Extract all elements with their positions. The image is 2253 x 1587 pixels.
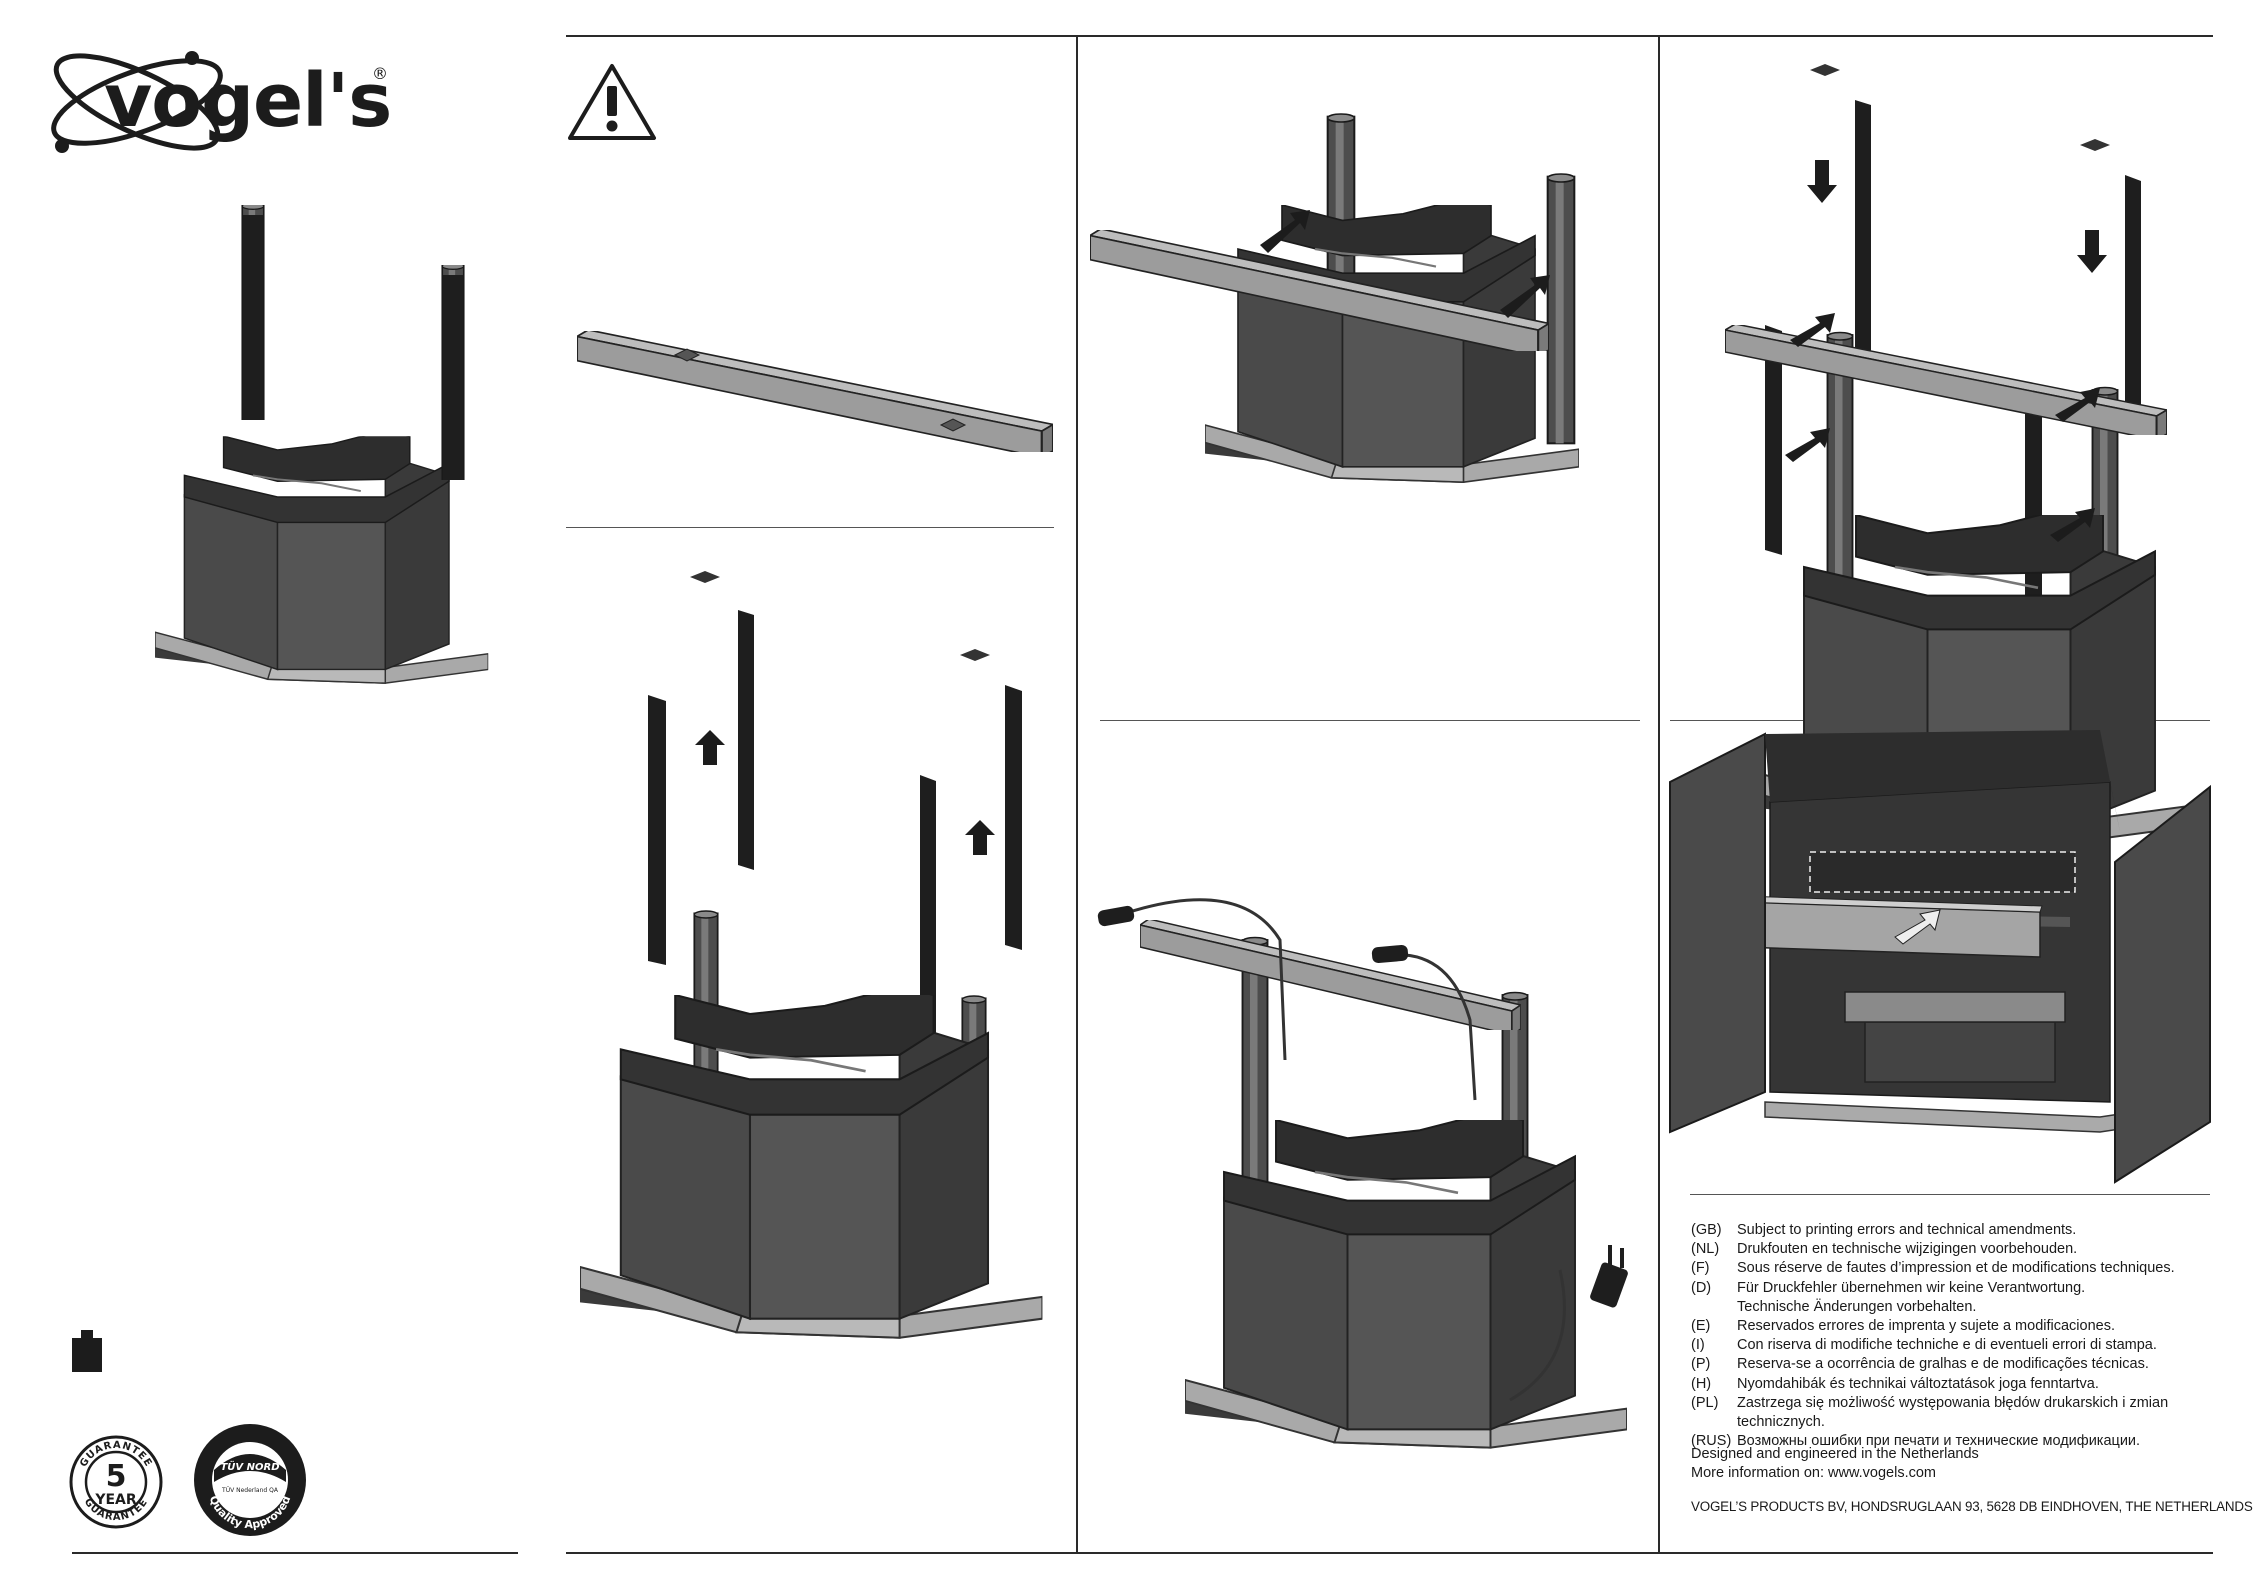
arrow-diagonal-icon bbox=[1894, 909, 1941, 945]
brand-name: vogel's bbox=[104, 58, 392, 144]
weight-icon bbox=[72, 1330, 102, 1372]
vogels-logo-icon bbox=[51, 51, 223, 153]
guarantee-badge: GUARANTEE GUARANTEE 5 YEAR bbox=[68, 1434, 164, 1530]
top-rule bbox=[566, 35, 2213, 37]
column-divider-1 bbox=[1076, 36, 1078, 1554]
note-row: (F)Sous réserve de fautes d’impression e… bbox=[1691, 1260, 2175, 1277]
company-address: VOGEL’S PRODUCTS BV, HONDSRUGLAAN 93, 56… bbox=[1691, 1499, 2253, 1514]
arrow-up-icon bbox=[695, 730, 725, 765]
note-row: (I)Con riserva di modifiche techniche e … bbox=[1691, 1337, 2157, 1354]
tuv-badge: TÜV NORD TÜV Nederland QA Quality Approv… bbox=[190, 1420, 310, 1540]
legal-notes: (GB)Subject to printing errors and techn… bbox=[1691, 1221, 2231, 1451]
note-row: (RUS)Возможны ошибки при печати и технич… bbox=[1691, 1433, 2141, 1450]
note-row: (GB)Subject to printing errors and techn… bbox=[1691, 1222, 2077, 1238]
open-cabinet-illustration bbox=[1669, 730, 2211, 1184]
panel-divider-warning bbox=[566, 527, 1054, 528]
cable-routing-illustration bbox=[1097, 898, 1628, 1449]
arrow-down-icon bbox=[2077, 230, 2107, 273]
warning-triangle-icon bbox=[568, 64, 656, 140]
cover-cabinet-illustration bbox=[155, 205, 489, 685]
note-row: (P)Reserva-se a ocorrência de gralhas e … bbox=[1691, 1356, 2149, 1373]
bottom-rule-right bbox=[566, 1552, 2213, 1554]
attach-bar-illustration bbox=[1090, 112, 1580, 484]
tuv-brand: TÜV NORD bbox=[220, 1459, 279, 1473]
panel-divider-notes bbox=[1690, 1194, 2210, 1195]
remove-covers-illustration bbox=[580, 571, 1043, 1340]
arrow-down-icon bbox=[1807, 160, 1837, 203]
more-info-link[interactable]: More information on: www.vogels.com bbox=[1691, 1465, 1936, 1482]
tuv-sub: TÜV Nederland QA bbox=[221, 1487, 279, 1494]
footer-info: Designed and engineered in the Netherlan… bbox=[1691, 1445, 2231, 1483]
note-row: (H)Nyomdahibák és technikai változtatáso… bbox=[1691, 1375, 2099, 1392]
guarantee-unit: YEAR bbox=[94, 1492, 137, 1508]
note-row: (D)Für Druckfehler übernehmen wir keine … bbox=[1691, 1279, 2086, 1296]
note-row: (NL)Drukfouten en technische wijzigingen… bbox=[1691, 1241, 2078, 1258]
panel-divider-middle bbox=[1100, 720, 1640, 721]
guarantee-number: 5 bbox=[106, 1459, 127, 1494]
note-row: Technische Änderungen vorbehalten. bbox=[1737, 1298, 1977, 1315]
arrow-diagonal-icon bbox=[1260, 210, 1310, 253]
registered-mark: ® bbox=[372, 64, 388, 83]
arrow-up-icon bbox=[965, 820, 995, 855]
column-divider-2 bbox=[1658, 36, 1660, 1554]
brand-logo: vogel's ® bbox=[42, 40, 402, 170]
arrow-diagonal-icon bbox=[1500, 275, 1550, 318]
note-row: (E)Reservados errores de imprenta y suje… bbox=[1691, 1318, 2115, 1335]
note-row: (PL)Zastrzega się możliwość występowania… bbox=[1691, 1394, 2169, 1431]
bottom-rule-left bbox=[72, 1552, 518, 1554]
plug-icon bbox=[1590, 1245, 1628, 1308]
designed-text: Designed and engineered in the Netherlan… bbox=[1691, 1446, 1979, 1462]
mounting-bar-illustration bbox=[577, 331, 1053, 453]
replace-covers-illustration bbox=[1725, 64, 2207, 844]
